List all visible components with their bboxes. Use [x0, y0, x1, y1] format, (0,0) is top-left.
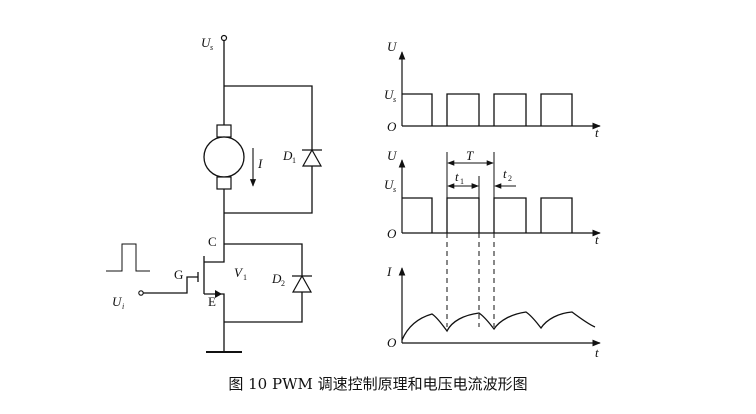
input-label: U: [112, 294, 123, 309]
plot2-level-sub: s: [393, 185, 396, 194]
diode1-sub: 1: [292, 156, 296, 165]
plot2-level-label: U: [384, 177, 395, 192]
plot2-origin: O: [387, 226, 397, 241]
supply-sub: s: [210, 43, 213, 52]
d2-top-wire: [224, 243, 303, 276]
plot3-origin: O: [387, 335, 397, 350]
plot1-level-sub: s: [393, 95, 396, 104]
plot1-origin: O: [387, 119, 397, 134]
plot2-y-label: U: [387, 148, 398, 163]
plot3-y-label: I: [386, 264, 392, 279]
transistor-label: V: [234, 265, 244, 280]
gate-wire: [143, 276, 198, 294]
supply-label: U: [201, 35, 212, 50]
d2-bottom-wire: [224, 292, 303, 323]
plot1-waveform: [402, 93, 573, 126]
period-label: T: [466, 148, 474, 163]
current-label: I: [257, 156, 263, 171]
plot2-t-label: t: [595, 232, 599, 247]
t2-label: t: [503, 166, 507, 181]
input-terminal: [138, 290, 144, 296]
freewheel-top-wire: [224, 85, 313, 150]
gate-label: G: [174, 267, 183, 282]
supply-terminal: [220, 34, 228, 42]
plot1-y-label: U: [387, 39, 398, 54]
input-sub: i: [122, 302, 124, 311]
plot1-t-label: t: [595, 125, 599, 140]
plot3-waveform: [401, 311, 596, 341]
plot-motor-voltage: T t 1 t 2 U U s O t: [384, 148, 601, 247]
t2-sub: 2: [508, 174, 512, 183]
transistor-v1: [197, 250, 225, 322]
figure-caption: 图 10 PWM 调速控制原理和电压电流波形图: [228, 375, 527, 393]
plot1-level-label: U: [384, 87, 395, 102]
input-pulse-icon: [106, 243, 150, 272]
diode2-label: D: [271, 271, 282, 286]
collector-label: C: [208, 234, 217, 249]
t1-sub: 1: [460, 177, 464, 186]
motor: [203, 124, 245, 190]
diode2-sub: 2: [281, 279, 285, 288]
plot2-waveform: [402, 197, 573, 233]
freewheel-bottom-wire: [224, 166, 313, 214]
diode1-label: D: [282, 148, 293, 163]
circuit: U s I D 1 C G: [106, 34, 323, 353]
diode-d1: [301, 148, 323, 167]
plot3-t-label: t: [595, 345, 599, 360]
diode-d2: [291, 274, 313, 293]
transistor-sub: 1: [243, 273, 247, 282]
t1-label: t: [455, 169, 459, 184]
plot-current: I O t: [386, 264, 601, 360]
plot-supply-voltage: U U s O t: [384, 39, 601, 140]
emitter-label: E: [208, 294, 216, 309]
